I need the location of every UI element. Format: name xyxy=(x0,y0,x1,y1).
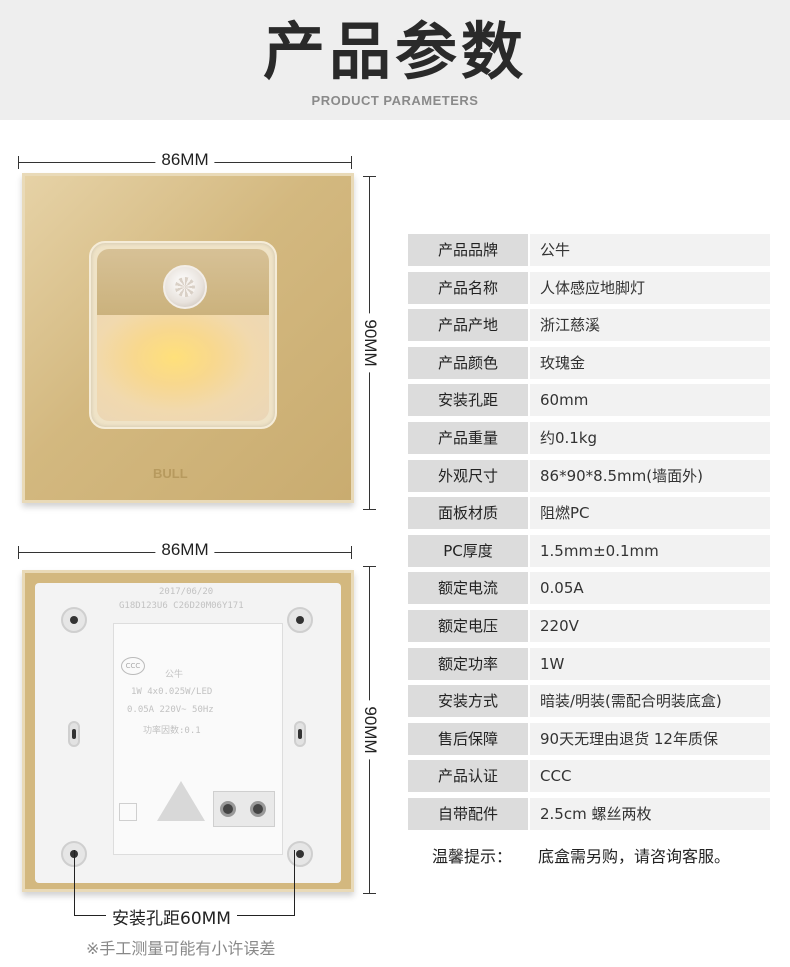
double-insulation-icon xyxy=(119,803,137,821)
mount-hole-bottom-right xyxy=(287,841,313,867)
front-height-label: 90MM xyxy=(360,313,380,373)
back-spec-3: 功率因数:0.1 xyxy=(143,726,201,736)
spec-value: 公牛 xyxy=(530,234,770,266)
page-title: 产品参数 xyxy=(262,15,527,88)
spec-key: 产品产地 xyxy=(408,309,528,342)
mount-hole-top-right xyxy=(287,607,313,633)
light-module-frame xyxy=(89,241,277,429)
wire-terminal xyxy=(213,791,275,827)
back-housing: 2017/06/20 G18D123U6 C26D20M06Y171 CCC 公… xyxy=(35,583,341,883)
spec-key: 产品品牌 xyxy=(408,234,528,266)
spec-row: 安装方式暗装/明装(需配合明装底盒) xyxy=(408,685,770,718)
spec-row: 产品重量约0.1kg xyxy=(408,421,770,454)
spec-value: 暗装/明装(需配合明装底盒) xyxy=(530,685,770,718)
mount-hole-top-left xyxy=(61,607,87,633)
led-glow xyxy=(97,315,269,421)
spec-key: 售后保障 xyxy=(408,722,528,755)
hole-distance-label: 安装孔距60MM xyxy=(106,904,237,929)
mount-slot-right xyxy=(294,721,306,747)
tip-text: 底盒需另购，请咨询客服。 xyxy=(538,847,731,866)
back-date: 2017/06/20 xyxy=(159,587,214,597)
front-panel-image: BULL xyxy=(22,173,354,503)
spec-row: 面板材质阻燃PC xyxy=(408,497,770,530)
motion-sensor-icon xyxy=(163,265,207,309)
spec-key: 额定电流 xyxy=(408,572,528,605)
back-width-dimension: 86MM xyxy=(18,540,352,560)
spec-value: 阻燃PC xyxy=(530,497,770,530)
spec-row: 产品品牌公牛 xyxy=(408,234,770,266)
spec-row: 产品名称人体感应地脚灯 xyxy=(408,271,770,304)
ccc-mark: CCC xyxy=(121,657,145,675)
spec-value: 1.5mm±0.1mm xyxy=(530,534,770,567)
light-module xyxy=(97,249,269,421)
spec-value: CCC xyxy=(530,760,770,793)
spec-row: 产品产地浙江慈溪 xyxy=(408,309,770,342)
spec-key: 产品重量 xyxy=(408,421,528,454)
back-brand: 公牛 xyxy=(165,670,184,680)
spec-key: 外观尺寸 xyxy=(408,459,528,492)
front-height-dimension: 90MM xyxy=(360,176,380,510)
spec-value: 2.5cm 螺丝两枚 xyxy=(530,797,770,830)
back-spec-1: 1W 4x0.025W/LED xyxy=(131,687,213,697)
spec-key: 额定功率 xyxy=(408,647,528,680)
spec-value: 60mm xyxy=(530,384,770,417)
spec-table: 产品品牌公牛 产品名称人体感应地脚灯 产品产地浙江慈溪 产品颜色玫瑰金 安装孔距… xyxy=(408,234,770,836)
back-height-dimension: 90MM xyxy=(360,566,380,894)
measurement-note: ※手工测量可能有小许误差 xyxy=(86,939,276,958)
spec-key: PC厚度 xyxy=(408,534,528,567)
spec-value: 0.05A xyxy=(530,572,770,605)
back-code: G18D123U6 C26D20M06Y171 xyxy=(119,601,244,611)
spec-key: 安装孔距 xyxy=(408,384,528,417)
spec-key: 面板材质 xyxy=(408,497,528,530)
spec-key: 产品颜色 xyxy=(408,346,528,379)
back-height-label: 90MM xyxy=(360,700,380,760)
spec-key: 额定电压 xyxy=(408,609,528,642)
spec-value: 90天无理由退货 12年质保 xyxy=(530,722,770,755)
hole-marker-left xyxy=(74,850,75,916)
spec-value: 220V xyxy=(530,609,770,642)
back-panel-image: 2017/06/20 G18D123U6 C26D20M06Y171 CCC 公… xyxy=(22,570,354,892)
back-width-label: 86MM xyxy=(155,540,215,560)
spec-key: 自带配件 xyxy=(408,797,528,830)
spec-value: 86*90*8.5mm(墙面外) xyxy=(530,459,770,492)
spec-key: 产品名称 xyxy=(408,271,528,304)
hole-marker-right xyxy=(294,850,295,916)
page-subtitle: PRODUCT PARAMETERS xyxy=(311,93,479,108)
spec-row: 产品颜色玫瑰金 xyxy=(408,346,770,379)
front-width-dimension: 86MM xyxy=(18,150,352,170)
spec-value: 浙江慈溪 xyxy=(530,309,770,342)
bull-logo: BULL xyxy=(153,466,188,481)
spec-value: 1W xyxy=(530,647,770,680)
spec-value: 玫瑰金 xyxy=(530,346,770,379)
spec-value: 人体感应地脚灯 xyxy=(530,271,770,304)
spec-key: 产品认证 xyxy=(408,760,528,793)
front-width-label: 86MM xyxy=(155,150,215,170)
spec-value: 约0.1kg xyxy=(530,421,770,454)
page-header: 产品参数 PRODUCT PARAMETERS xyxy=(0,0,790,120)
back-spec-2: 0.05A 220V~ 50Hz xyxy=(127,705,214,715)
mount-slot-left xyxy=(68,721,80,747)
tip-label: 温馨提示： xyxy=(432,847,513,866)
spec-key: 安装方式 xyxy=(408,685,528,718)
electric-warning-icon xyxy=(157,781,205,821)
